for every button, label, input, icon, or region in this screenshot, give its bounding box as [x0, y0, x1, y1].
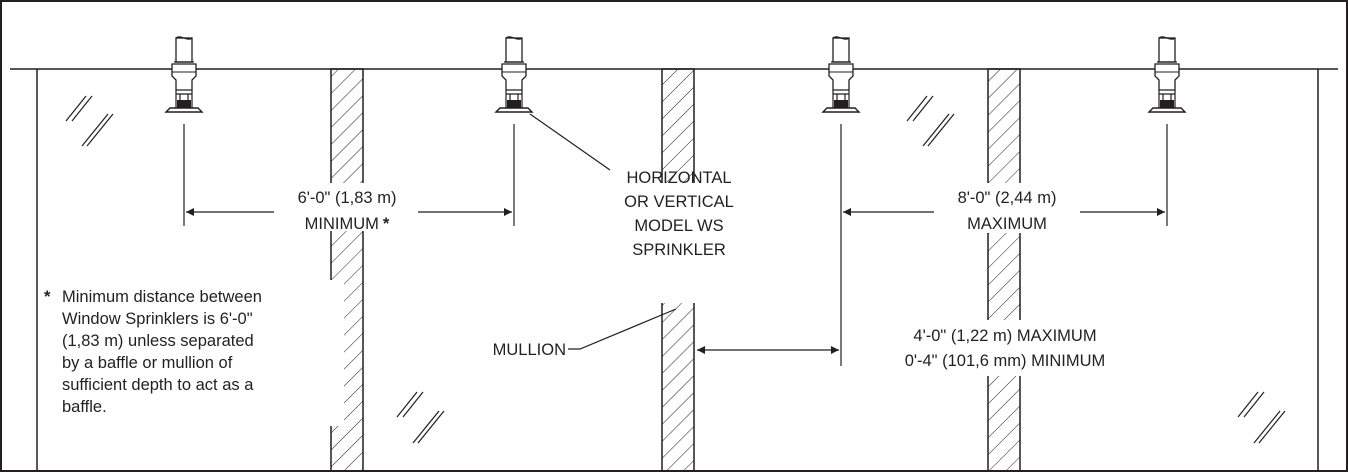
sprinkler-label-line1: HORIZONTAL: [626, 169, 731, 187]
sprinkler-label-line3: MODEL WS: [634, 217, 723, 235]
footnote-line: Minimum distance between: [62, 288, 262, 306]
sprinkler-2: [495, 36, 533, 113]
max-spacing-label: 8'-0" (2,44 m): [958, 189, 1057, 207]
sprinkler-label-line4: SPRINKLER: [632, 241, 726, 259]
mullion-3: [987, 68, 1021, 472]
sprinkler-4: [1148, 36, 1186, 113]
footnote-line: by a baffle or mullion of: [62, 354, 233, 372]
mullion-leader-line: [568, 308, 677, 350]
glass-reflection-1: [65, 95, 114, 147]
max-spacing-maximum-label: MAXIMUM: [967, 215, 1047, 233]
footnote-line: baffle.: [62, 398, 107, 416]
sprinkler-leader-line: [529, 113, 611, 171]
footnote-line: Window Sprinklers is 6'-0": [62, 310, 253, 328]
glass-reflection-3: [906, 95, 955, 147]
footnote-line: (1,83 m) unless separated: [62, 332, 254, 350]
footnote-marker: *: [44, 288, 51, 306]
sprinkler-3: [822, 36, 860, 113]
min-spacing-minimum-label: MINIMUM*: [305, 215, 390, 233]
mullion-distance-min-label: 0'-4" (101,6 mm) MINIMUM: [905, 352, 1106, 370]
sprinkler-1: [165, 36, 203, 113]
glass-reflection-4: [1237, 391, 1286, 444]
min-spacing-label: 6'-0" (1,83 m): [298, 189, 397, 207]
glass-reflection-2: [396, 391, 445, 444]
mullion-label: MULLION: [493, 341, 566, 359]
sprinkler-label-line2: OR VERTICAL: [624, 193, 734, 211]
footnote-line: sufficient depth to act as a: [62, 376, 254, 394]
mullion-distance-max-label: 4'-0" (1,22 m) MAXIMUM: [913, 327, 1096, 345]
